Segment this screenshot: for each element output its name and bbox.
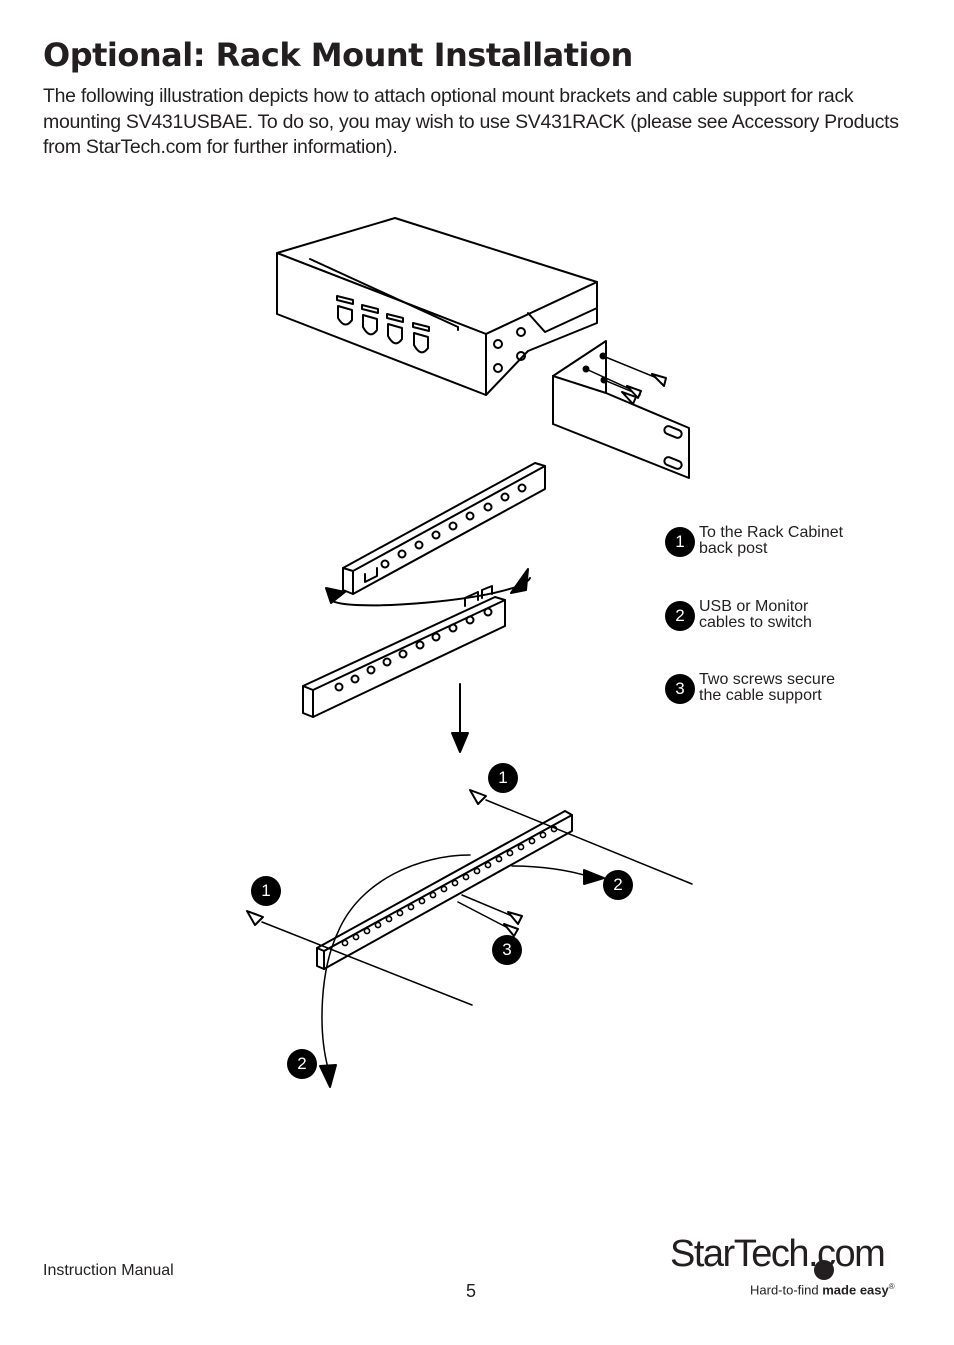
page-title: Optional: Rack Mount Installation xyxy=(43,36,633,74)
page-number: 5 xyxy=(466,1281,477,1301)
installed-support-drawing xyxy=(246,789,693,1088)
legend-number: 2 xyxy=(665,601,695,631)
legend-text: Two screws secure the cable support xyxy=(699,671,836,704)
cable-support-lower-drawing xyxy=(302,585,506,718)
callout-3-screws: 3 xyxy=(492,935,522,965)
startech-logo: StarTech.com Hard-to-find made easy® xyxy=(670,1232,920,1307)
footer-doc-type: Instruction Manual xyxy=(43,1262,174,1279)
callout-2-bottom: 2 xyxy=(287,1049,317,1079)
logo-wordmark: StarTech.com xyxy=(670,1233,886,1275)
logo-dot-icon xyxy=(814,1260,834,1280)
callout-1-top: 1 xyxy=(488,763,518,793)
legend-item-2: 2 USB or Monitor cables to switch xyxy=(665,599,925,633)
tagline-bold: made easy xyxy=(822,1282,889,1298)
registered-mark: ® xyxy=(888,1282,895,1291)
legend-number: 1 xyxy=(665,527,695,557)
tagline-plain: Hard-to-find xyxy=(750,1282,823,1298)
legend-number: 3 xyxy=(665,674,695,704)
cable-support-upper-drawing xyxy=(342,462,546,595)
kvm-switch-drawing xyxy=(276,217,598,396)
legend-item-1: 1 To the Rack Cabinet back post xyxy=(665,525,925,559)
mount-bracket-drawing xyxy=(552,340,690,479)
legend-item-3: 3 Two screws secure the cable support xyxy=(665,672,925,706)
legend-text: USB or Monitor cables to switch xyxy=(699,598,812,631)
callout-1-left: 1 xyxy=(251,876,281,906)
legend-text: To the Rack Cabinet back post xyxy=(699,524,844,557)
intro-paragraph: The following illustration depicts how t… xyxy=(43,85,899,158)
logo-tagline: Hard-to-find made easy® xyxy=(750,1282,895,1297)
callout-2-right: 2 xyxy=(603,870,633,900)
